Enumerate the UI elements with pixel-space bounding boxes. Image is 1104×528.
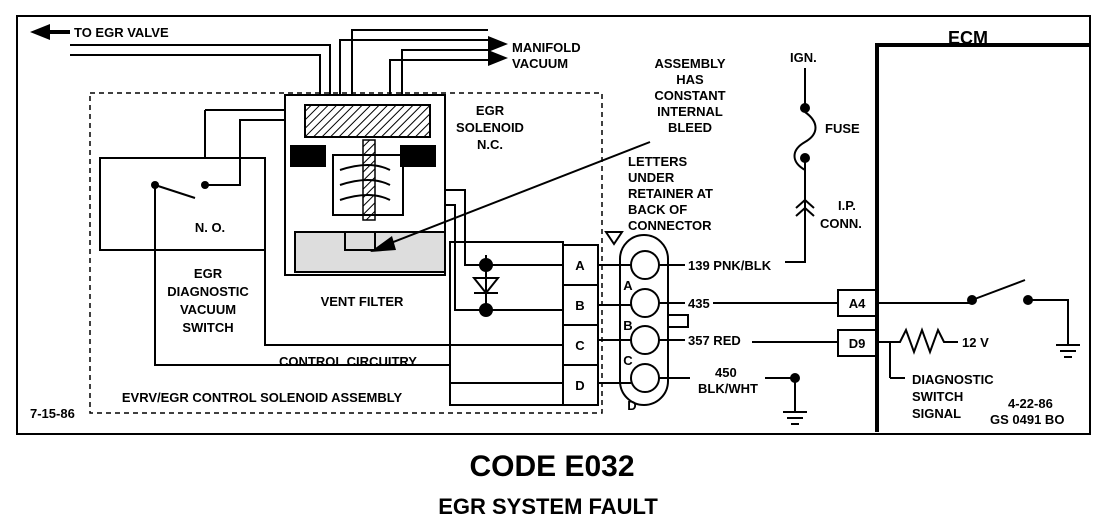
svg-text:C: C (575, 338, 585, 353)
svg-text:EGR: EGR (194, 266, 223, 281)
svg-text:EGR: EGR (476, 103, 505, 118)
svg-text:A: A (575, 258, 585, 273)
ecm-terminal-d9: D9 (837, 329, 878, 357)
ip-conn-label-1: I.P. (838, 198, 856, 213)
wire-450-label-2: BLK/WHT (698, 381, 758, 396)
svg-text:SWITCH: SWITCH (182, 320, 233, 335)
svg-text:A4: A4 (849, 296, 866, 311)
svg-text:B: B (575, 298, 584, 313)
svg-text:CONSTANT: CONSTANT (654, 88, 725, 103)
assembly-note: ASSEMBLY HAS CONSTANT INTERNAL BLEED (654, 56, 725, 135)
svg-text:VACUUM: VACUUM (180, 302, 236, 317)
ref-code: GS 0491 BO (990, 412, 1064, 427)
ign-label: IGN. (790, 50, 817, 65)
ip-conn-label-2: CONN. (820, 216, 862, 231)
control-circuitry-label: CONTROL CIRCUITRY (279, 354, 417, 369)
code-title: CODE E032 (469, 450, 634, 483)
svg-text:BLEED: BLEED (668, 120, 712, 135)
circuitry-wiring (264, 189, 564, 406)
svg-text:DIAGNOSTIC: DIAGNOSTIC (167, 284, 249, 299)
egr-solenoid-body (284, 94, 446, 276)
svg-text:N.C.: N.C. (477, 137, 503, 152)
svg-text:DIAGNOSTIC: DIAGNOSTIC (912, 372, 994, 387)
svg-text:LETTERS: LETTERS (628, 154, 688, 169)
no-switch-label: N. O. (195, 220, 225, 235)
svg-text:UNDER: UNDER (628, 170, 675, 185)
harness-connector: A B C D (598, 234, 689, 413)
svg-text:C: C (623, 353, 633, 368)
diagram-frame (16, 15, 1091, 435)
svg-text:CONNECTOR: CONNECTOR (628, 218, 712, 233)
svg-text:D9: D9 (849, 336, 866, 351)
date-left: 7-15-86 (30, 406, 75, 421)
svg-text:SIGNAL: SIGNAL (912, 406, 961, 421)
to-egr-valve-arrow (30, 24, 70, 40)
no-vacuum-switch (99, 109, 450, 366)
wire-435-label: 435 (688, 296, 710, 311)
vacuum-line-egr (70, 29, 488, 95)
ecm-terminal-a4: A4 (837, 289, 878, 317)
diag-signal-label: DIAGNOSTIC SWITCH SIGNAL (912, 372, 994, 421)
wire-357-label: 357 RED (688, 333, 741, 348)
code-subtitle: EGR SYSTEM FAULT (438, 494, 658, 519)
wire-139-label: 139 PNK/BLK (688, 258, 772, 273)
svg-text:ASSEMBLY: ASSEMBLY (654, 56, 725, 71)
wire-450-label-1: 450 (715, 365, 737, 380)
assembly-title-label: EVRV/EGR CONTROL SOLENOID ASSEMBLY (122, 390, 403, 405)
bleed-pointer-arrowhead (370, 236, 396, 252)
svg-text:B: B (623, 318, 632, 333)
svg-text:INTERNAL: INTERNAL (657, 104, 723, 119)
to-egr-valve-label: TO EGR VALVE (74, 25, 169, 40)
svg-text:RETAINER AT: RETAINER AT (628, 186, 713, 201)
volts-label: 12 V (962, 335, 989, 350)
pullup-resistor (877, 327, 958, 379)
fuse-label: FUSE (825, 121, 860, 136)
svg-text:A: A (623, 278, 633, 293)
ignition-feed (793, 68, 817, 262)
svg-text:BACK OF: BACK OF (628, 202, 687, 217)
ecm-internal-switch (877, 279, 1080, 358)
connector-pointer (604, 231, 624, 246)
manifold-vacuum-label-2: VACUUM (512, 56, 568, 71)
vent-filter-label: VENT FILTER (321, 294, 404, 309)
bleed-pointer-line (377, 141, 651, 249)
manifold-vacuum-label-1: MANIFOLD (512, 40, 581, 55)
wire-357 (659, 339, 838, 343)
solenoid-assembly-boundary (89, 92, 603, 414)
svg-text:D: D (575, 378, 584, 393)
date-right: 4-22-86 (1008, 396, 1053, 411)
wire-450 (659, 373, 807, 425)
svg-text:SOLENOID: SOLENOID (456, 120, 524, 135)
svg-text:HAS: HAS (676, 72, 704, 87)
svg-text:D: D (627, 398, 636, 413)
manifold-vacuum-line (389, 36, 508, 95)
letters-note: LETTERS UNDER RETAINER AT BACK OF CONNEC… (628, 154, 713, 233)
egr-solenoid-label: EGR SOLENOID N.C. (456, 103, 524, 152)
svg-text:SWITCH: SWITCH (912, 389, 963, 404)
ecm-label: ECM (948, 28, 988, 48)
egr-diag-switch-label: EGR DIAGNOSTIC VACUUM SWITCH (167, 266, 249, 335)
terminal-box: A B C D (562, 244, 599, 406)
